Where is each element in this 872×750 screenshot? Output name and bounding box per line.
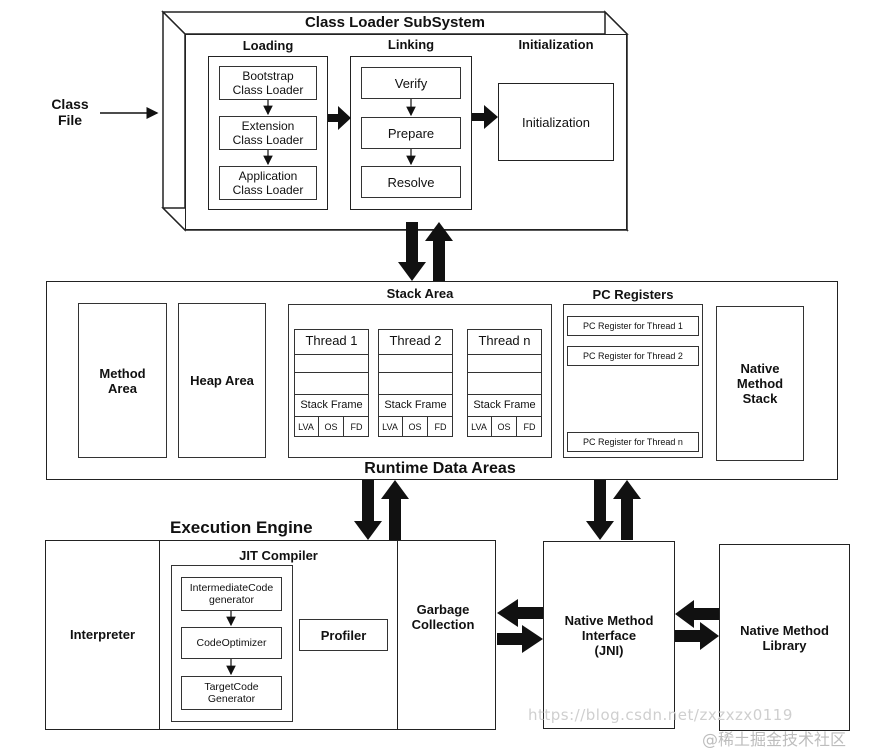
garbage-collection: Garbage Collection	[411, 601, 475, 632]
pc-register-label: PC Register for Thread n	[583, 437, 683, 447]
thread-divider	[467, 354, 542, 355]
pc-register-item: PC Register for Thread n	[567, 432, 699, 452]
thread-divider	[467, 394, 542, 395]
lva-cell: LVA	[294, 417, 319, 437]
native-method-stack-label: Native Method Stack	[736, 361, 784, 406]
runtime-to-execution-arrow	[354, 480, 382, 540]
os-cell: OS	[319, 417, 344, 437]
thread-divider	[378, 416, 453, 417]
prepare-label: Prepare	[387, 125, 435, 141]
intermediate-code-generator-label: IntermediateCode generator	[189, 582, 274, 606]
thread-divider	[294, 372, 369, 373]
thread-divider	[294, 354, 369, 355]
bootstrap-class-loader: Bootstrap Class Loader	[219, 66, 317, 100]
thread-divider	[294, 416, 369, 417]
fd-cell: FD	[434, 421, 447, 432]
native-method-interface-label: Native Method Interface (JNI)	[564, 612, 654, 658]
bootstrap-class-loader-label: Bootstrap Class Loader	[232, 69, 304, 97]
runtime-to-loader-arrow	[425, 222, 453, 281]
gc-divider	[397, 540, 398, 730]
thread-name: Thread 2	[389, 333, 442, 349]
runtime-data-areas-title: Runtime Data Areas	[364, 460, 516, 477]
interpreter-divider	[159, 540, 160, 730]
execution-to-runtime-arrow	[381, 480, 409, 540]
linking-title: Linking	[387, 37, 435, 52]
class-loader-title: Class Loader SubSystem	[304, 14, 486, 31]
linking-to-initialization-arrow	[472, 105, 498, 129]
watermark-site: @稀土掘金技术社区	[702, 730, 847, 749]
verify-step: Verify	[361, 67, 461, 99]
code-optimizer-label: CodeOptimizer	[196, 637, 267, 649]
native-method-stack: Native Method Stack	[716, 306, 804, 461]
pc-register-item: PC Register for Thread 1	[567, 316, 699, 336]
thread-column	[378, 329, 453, 437]
execution-to-native-arrow	[497, 625, 543, 653]
watermark-url: https://blog.csdn.net/zxzxzx0119	[528, 706, 793, 724]
execution-engine-title: Execution Engine	[170, 518, 313, 537]
interpreter: Interpreter	[69, 626, 136, 642]
stack-area-title: Stack Area	[386, 286, 454, 301]
extension-class-loader-label: Extension Class Loader	[232, 119, 304, 147]
initialization-box: Initialization	[498, 83, 614, 161]
native-to-execution-arrow	[497, 599, 543, 627]
thread-name: Thread n	[478, 333, 531, 349]
fd-cell: FD	[350, 421, 363, 432]
native-to-runtime-arrow	[613, 480, 641, 540]
stack-frame-label: Stack Frame	[384, 398, 447, 411]
fd-cell: FD	[523, 421, 536, 432]
native-method-interface: Native Method Interface (JNI)	[543, 541, 675, 729]
code-optimizer: CodeOptimizer	[181, 627, 282, 659]
profiler: Profiler	[299, 619, 388, 651]
resolve-step: Resolve	[361, 166, 461, 198]
thread-column	[294, 329, 369, 437]
thread-divider	[467, 416, 542, 417]
library-to-interface-arrow	[675, 600, 719, 628]
interface-to-library-arrow	[675, 622, 719, 650]
pc-register-item: PC Register for Thread 2	[567, 346, 699, 366]
thread-divider	[378, 372, 453, 373]
intermediate-code-generator: IntermediateCode generator	[181, 577, 282, 611]
loader-to-runtime-arrow	[398, 222, 426, 281]
target-code-generator: TargetCode Generator	[181, 676, 282, 710]
thread-divider	[378, 394, 453, 395]
initialization-box-label: Initialization	[522, 114, 590, 130]
thread-divider	[378, 354, 453, 355]
loading-to-linking-arrow	[328, 106, 351, 130]
method-area-label: Method Area	[99, 365, 146, 396]
heap-area: Heap Area	[178, 303, 266, 458]
profiler-label: Profiler	[320, 627, 367, 643]
initialization-title: Initialization	[518, 37, 594, 52]
native-method-library: Native Method Library	[719, 544, 850, 731]
resolve-label: Resolve	[387, 174, 435, 190]
os-cell: OS	[403, 417, 428, 437]
loading-title: Loading	[242, 38, 294, 53]
thread-divider	[294, 394, 369, 395]
native-method-library-label: Native Method Library	[740, 622, 829, 653]
application-class-loader-label: Application Class Loader	[232, 169, 304, 197]
runtime-to-native-arrow	[586, 480, 614, 540]
thread-divider	[467, 372, 542, 373]
verify-label: Verify	[394, 75, 428, 91]
method-area: Method Area	[78, 303, 167, 458]
pc-register-label: PC Register for Thread 2	[583, 351, 683, 361]
prepare-step: Prepare	[361, 117, 461, 149]
class-file-label: Class File	[51, 96, 89, 129]
target-code-generator-label: TargetCode Generator	[204, 681, 259, 705]
pc-registers-title: PC Registers	[592, 287, 674, 302]
os-cell: OS	[492, 417, 517, 437]
pc-register-label: PC Register for Thread 1	[583, 321, 683, 331]
lva-cell: LVA	[467, 417, 492, 437]
thread-column	[467, 329, 542, 437]
stack-frame-label: Stack Frame	[473, 398, 536, 411]
jit-compiler-title: JIT Compiler	[239, 548, 318, 563]
lva-cell: LVA	[378, 417, 403, 437]
application-class-loader: Application Class Loader	[219, 166, 317, 200]
extension-class-loader: Extension Class Loader	[219, 116, 317, 150]
thread-name: Thread 1	[305, 333, 358, 349]
heap-area-label: Heap Area	[190, 373, 254, 388]
stack-frame-label: Stack Frame	[300, 398, 363, 411]
